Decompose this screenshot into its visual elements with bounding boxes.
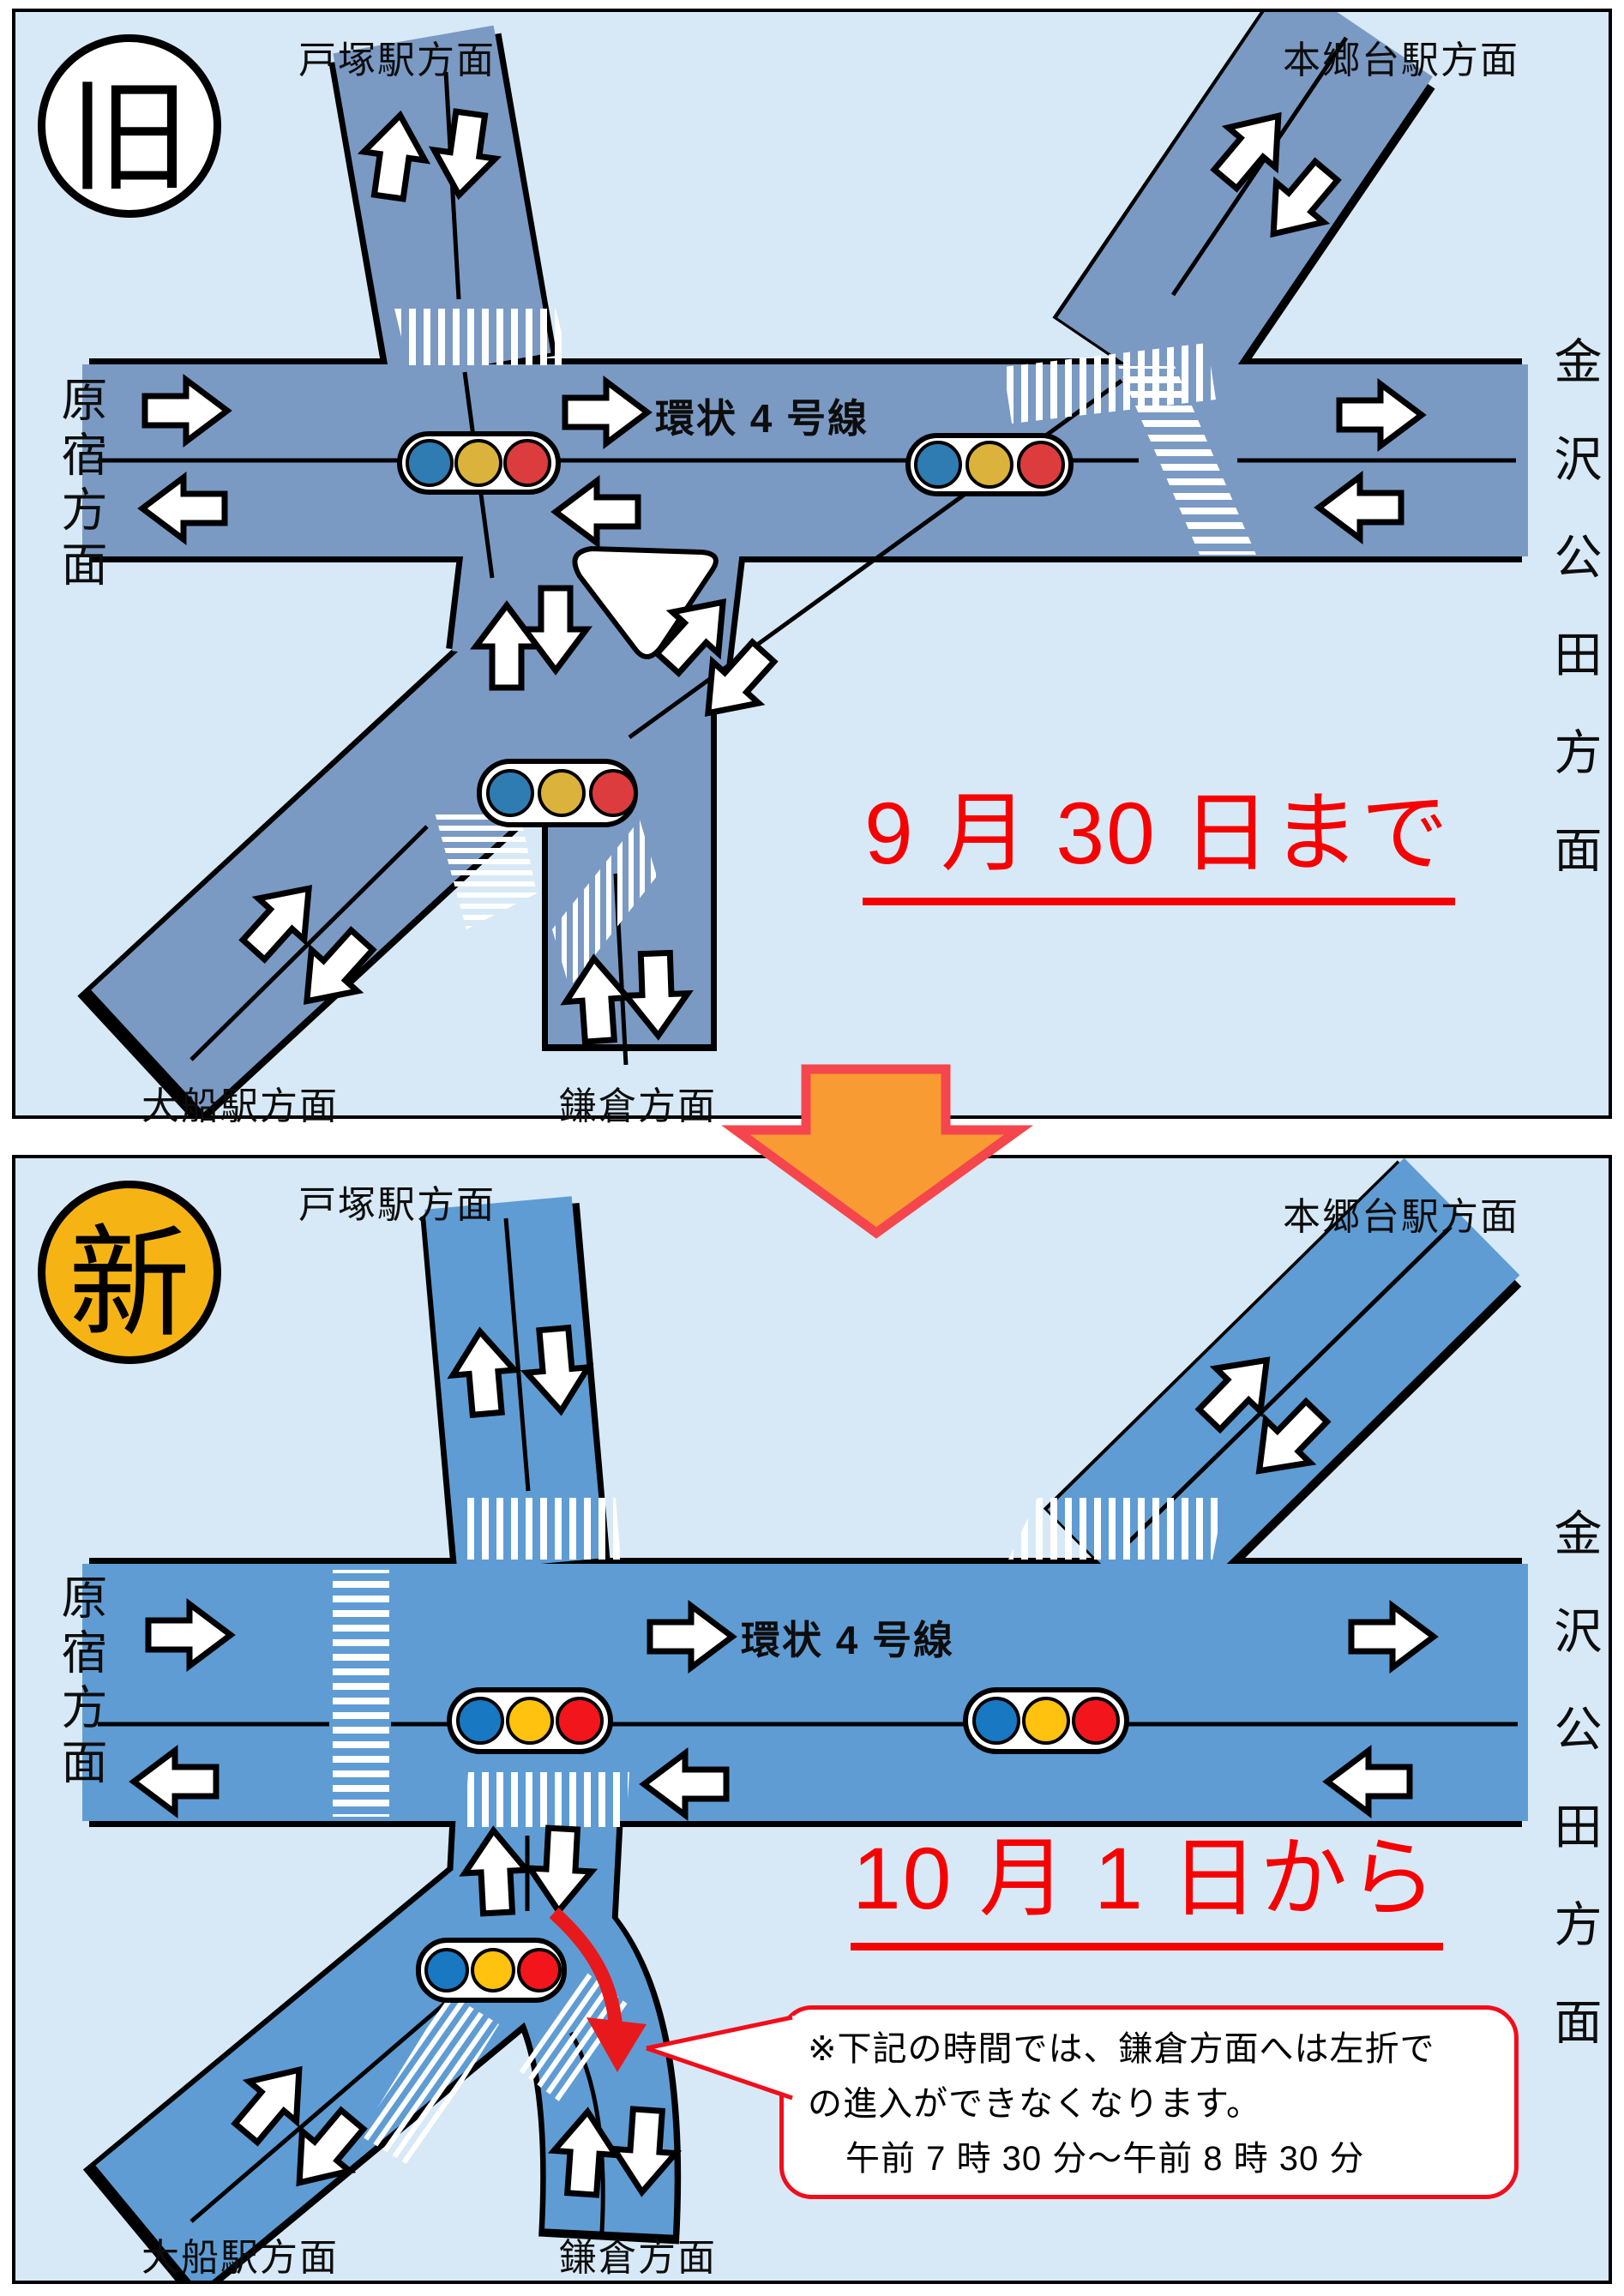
traffic-signal-icon xyxy=(963,1687,1129,1754)
crosswalk-totsuka xyxy=(460,1498,621,1560)
traffic-signal-icon xyxy=(905,433,1074,496)
old-intersection-diagram xyxy=(77,12,1528,1115)
new-badge-label: 新 xyxy=(69,1216,190,1352)
new-period-text: 10 月 1 日から xyxy=(851,1808,1444,1950)
crosswalk-hongodai xyxy=(1003,343,1216,424)
crosswalk-south-neck xyxy=(465,1772,629,1827)
panel-old-layout: 旧 戸塚駅方面 本郷台駅方面 原宿方面 金沢公田方面 環状 4 号線 9 月 3… xyxy=(12,9,1612,1127)
label-totsuka-direction: 戸塚駅方面 xyxy=(298,1184,496,1226)
label-ring-road-4: 環状 4 号線 xyxy=(741,1618,955,1662)
traffic-signal-icon xyxy=(447,1687,613,1754)
label-totsuka-direction: 戸塚駅方面 xyxy=(298,39,496,81)
traffic-signal-icon xyxy=(416,1938,567,2003)
old-badge-label: 旧 xyxy=(69,69,190,206)
callout-line2: の進入ができなくなります。 xyxy=(808,2085,1261,2123)
label-ofuna-direction: 大船駅方面 xyxy=(141,1085,339,1127)
transition-arrow-icon xyxy=(721,1064,1033,1239)
label-kamakura-direction: 鎌倉方面 xyxy=(559,1085,717,1127)
label-harajuku-direction: 原宿方面 xyxy=(54,376,105,595)
traffic-signals xyxy=(397,431,1074,827)
traffic-signals xyxy=(416,1687,1129,2003)
crosswalks xyxy=(394,309,1256,988)
label-kanazawa-kuden-direction: 金沢公田方面 xyxy=(1548,336,1602,923)
traffic-island xyxy=(572,545,719,659)
label-hongodai-direction: 本郷台駅方面 xyxy=(1283,1196,1519,1238)
label-kanazawa-kuden-direction: 金沢公田方面 xyxy=(1548,1508,1602,2095)
crosswalks xyxy=(333,1498,1224,2167)
callout-tail xyxy=(646,2015,794,2101)
crosswalk-ofuna xyxy=(360,1993,499,2167)
label-hongodai-direction: 本郷台駅方面 xyxy=(1283,39,1519,81)
old-badge: 旧 xyxy=(38,34,221,218)
label-ofuna-direction: 大船駅方面 xyxy=(141,2237,339,2279)
callout-line1: ※下記の時間では、鎌倉方面へは左折で xyxy=(808,2030,1435,2068)
crosswalk-kamakura xyxy=(514,1971,629,2101)
label-harajuku-direction: 原宿方面 xyxy=(54,1573,105,1793)
old-period-text: 9 月 30 日まで xyxy=(863,763,1456,905)
crosswalk-hongodai xyxy=(1008,1498,1224,1560)
restriction-callout: ※下記の時間では、鎌倉方面へは左折で の進入ができなくなります。 午前 7 時 … xyxy=(779,2005,1519,2199)
restricted-left-turn-arrow-icon xyxy=(549,1908,647,2072)
crosswalk-main-west xyxy=(333,1570,389,1817)
crosswalk-kamakura xyxy=(552,820,657,988)
label-kamakura-direction: 鎌倉方面 xyxy=(559,2237,717,2279)
panel-new-layout: ※下記の時間では、鎌倉方面へは左折で の進入ができなくなります。 午前 7 時 … xyxy=(12,1155,1612,2284)
crosswalk-ofuna xyxy=(434,809,537,929)
callout-line3: 午前 7 時 30 分～午前 8 時 30 分 xyxy=(845,2140,1365,2178)
label-ring-road-4: 環状 4 号線 xyxy=(655,396,869,441)
crosswalk-main-east xyxy=(1118,366,1256,555)
new-intersection-diagram xyxy=(82,1158,1528,2281)
crosswalk-totsuka xyxy=(394,309,569,365)
traffic-signal-icon xyxy=(477,759,638,827)
new-badge: 新 xyxy=(38,1181,221,1364)
traffic-signal-icon xyxy=(397,431,561,495)
